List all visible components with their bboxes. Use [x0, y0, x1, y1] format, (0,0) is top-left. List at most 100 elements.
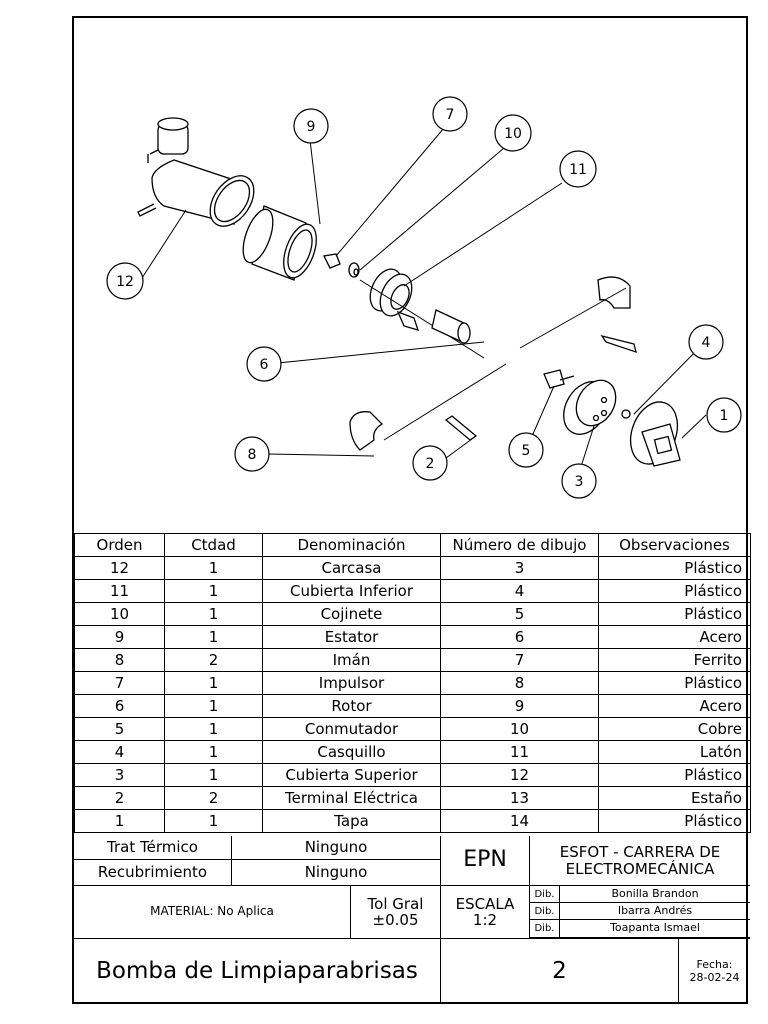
cell-ctdad: 1: [164, 579, 263, 603]
cell-denominacion: Tapa: [262, 809, 441, 833]
balloon-11: 11: [559, 150, 597, 188]
cell-orden: 7: [74, 671, 165, 695]
cell-orden: 3: [74, 763, 165, 787]
scale-label: ESCALA: [455, 894, 515, 913]
tolerance: Tol Gral ±0.05: [350, 886, 440, 938]
cell-orden: 8: [74, 648, 165, 672]
cell-denominacion: Imán: [262, 648, 441, 672]
header-ctdad: Ctdad: [164, 533, 263, 557]
part-rotor: [359, 279, 485, 359]
cell-observaciones: Cobre: [598, 717, 751, 741]
balloon-5: 5: [508, 432, 544, 468]
part-cubierta-superior: [563, 379, 617, 435]
part-impulsor: [323, 253, 360, 278]
bom-header-row: Orden Ctdad Denominación Número de dibuj…: [74, 533, 751, 557]
cell-ctdad: 2: [164, 648, 263, 672]
author-1: Bonilla Brandon: [560, 886, 750, 903]
cell-ctdad: 1: [164, 602, 263, 626]
cell-numero-dibujo: 13: [440, 786, 599, 810]
part-conmutador: [543, 369, 575, 389]
cell-orden: 5: [74, 717, 165, 741]
svg-text:12: 12: [116, 274, 134, 290]
trat-value: Ninguno: [232, 836, 440, 860]
cell-ctdad: 1: [164, 809, 263, 833]
dib-label-3: Dib.: [530, 920, 560, 938]
svg-text:3: 3: [575, 474, 584, 490]
scale-value: 1:2: [472, 911, 498, 929]
cell-orden: 11: [74, 579, 165, 603]
cell-observaciones: Estaño: [598, 786, 751, 810]
drawing-title: Bomba de Limpiaparabrisas: [96, 957, 418, 984]
cell-denominacion: Carcasa: [262, 556, 441, 580]
balloon-2: 2: [412, 445, 448, 481]
cell-denominacion: Cubierta Superior: [262, 763, 441, 787]
svg-text:2: 2: [426, 456, 435, 472]
svg-text:7: 7: [446, 107, 455, 123]
drawing-sheet: 1 2 3 4 5 6 7 8 9 10 11 12 Orden Ctdad D…: [72, 16, 751, 1004]
cell-numero-dibujo: 8: [440, 671, 599, 695]
balloon-10: 10: [494, 114, 532, 152]
svg-text:10: 10: [504, 126, 522, 142]
cell-denominacion: Casquillo: [262, 740, 441, 764]
cell-numero-dibujo: 7: [440, 648, 599, 672]
cell-orden: 2: [74, 786, 165, 810]
cell-numero-dibujo: 10: [440, 717, 599, 741]
scale: ESCALA 1:2: [440, 886, 530, 938]
cell-ctdad: 2: [164, 786, 263, 810]
cell-orden: 12: [74, 556, 165, 580]
dib-label-1: Dib.: [530, 886, 560, 903]
cell-numero-dibujo: 5: [440, 602, 599, 626]
balloon-8: 8: [234, 436, 270, 472]
svg-text:4: 4: [702, 335, 711, 351]
cell-orden: 9: [74, 625, 165, 649]
balloon-6: 6: [246, 346, 282, 382]
svg-text:11: 11: [569, 162, 587, 178]
svg-text:6: 6: [260, 357, 269, 373]
cell-orden: 4: [74, 740, 165, 764]
part-terminal: [444, 334, 637, 441]
svg-text:9: 9: [307, 119, 316, 135]
bill-of-materials: Orden Ctdad Denominación Número de dibuj…: [74, 533, 751, 833]
department: ESFOT - CARRERA DE ELECTROMECÁNICA: [530, 836, 750, 886]
cell-observaciones: Plástico: [598, 556, 751, 580]
cell-denominacion: Estator: [262, 625, 441, 649]
header-denominacion: Denominación: [262, 533, 441, 557]
author-2: Ibarra Andrés: [560, 903, 750, 920]
part-iman: [349, 276, 631, 451]
cell-denominacion: Impulsor: [262, 671, 441, 695]
cell-ctdad: 1: [164, 740, 263, 764]
trat-label: Trat Térmico: [74, 836, 232, 860]
cell-numero-dibujo: 9: [440, 694, 599, 718]
cell-numero-dibujo: 12: [440, 763, 599, 787]
cell-orden: 10: [74, 602, 165, 626]
cell-denominacion: Rotor: [262, 694, 441, 718]
balloon-7: 7: [432, 96, 468, 132]
cell-denominacion: Conmutador: [262, 717, 441, 741]
svg-text:5: 5: [522, 443, 531, 459]
tol-label: Tol Gral: [367, 894, 424, 913]
cell-orden: 1: [74, 809, 165, 833]
cell-observaciones: Acero: [598, 625, 751, 649]
cell-ctdad: 1: [164, 671, 263, 695]
cell-ctdad: 1: [164, 556, 263, 580]
balloon-4: 4: [688, 324, 724, 360]
sheet-number: 2: [440, 939, 678, 1004]
cell-denominacion: Cojinete: [262, 602, 441, 626]
cell-numero-dibujo: 14: [440, 809, 599, 833]
cell-observaciones: Latón: [598, 740, 751, 764]
cell-observaciones: Plástico: [598, 671, 751, 695]
tol-value: ±0.05: [372, 911, 419, 929]
cell-observaciones: Acero: [598, 694, 751, 718]
cell-ctdad: 1: [164, 694, 263, 718]
cell-observaciones: Plástico: [598, 602, 751, 626]
header-numero-dibujo: Número de dibujo: [440, 533, 599, 557]
cell-observaciones: Plástico: [598, 579, 751, 603]
